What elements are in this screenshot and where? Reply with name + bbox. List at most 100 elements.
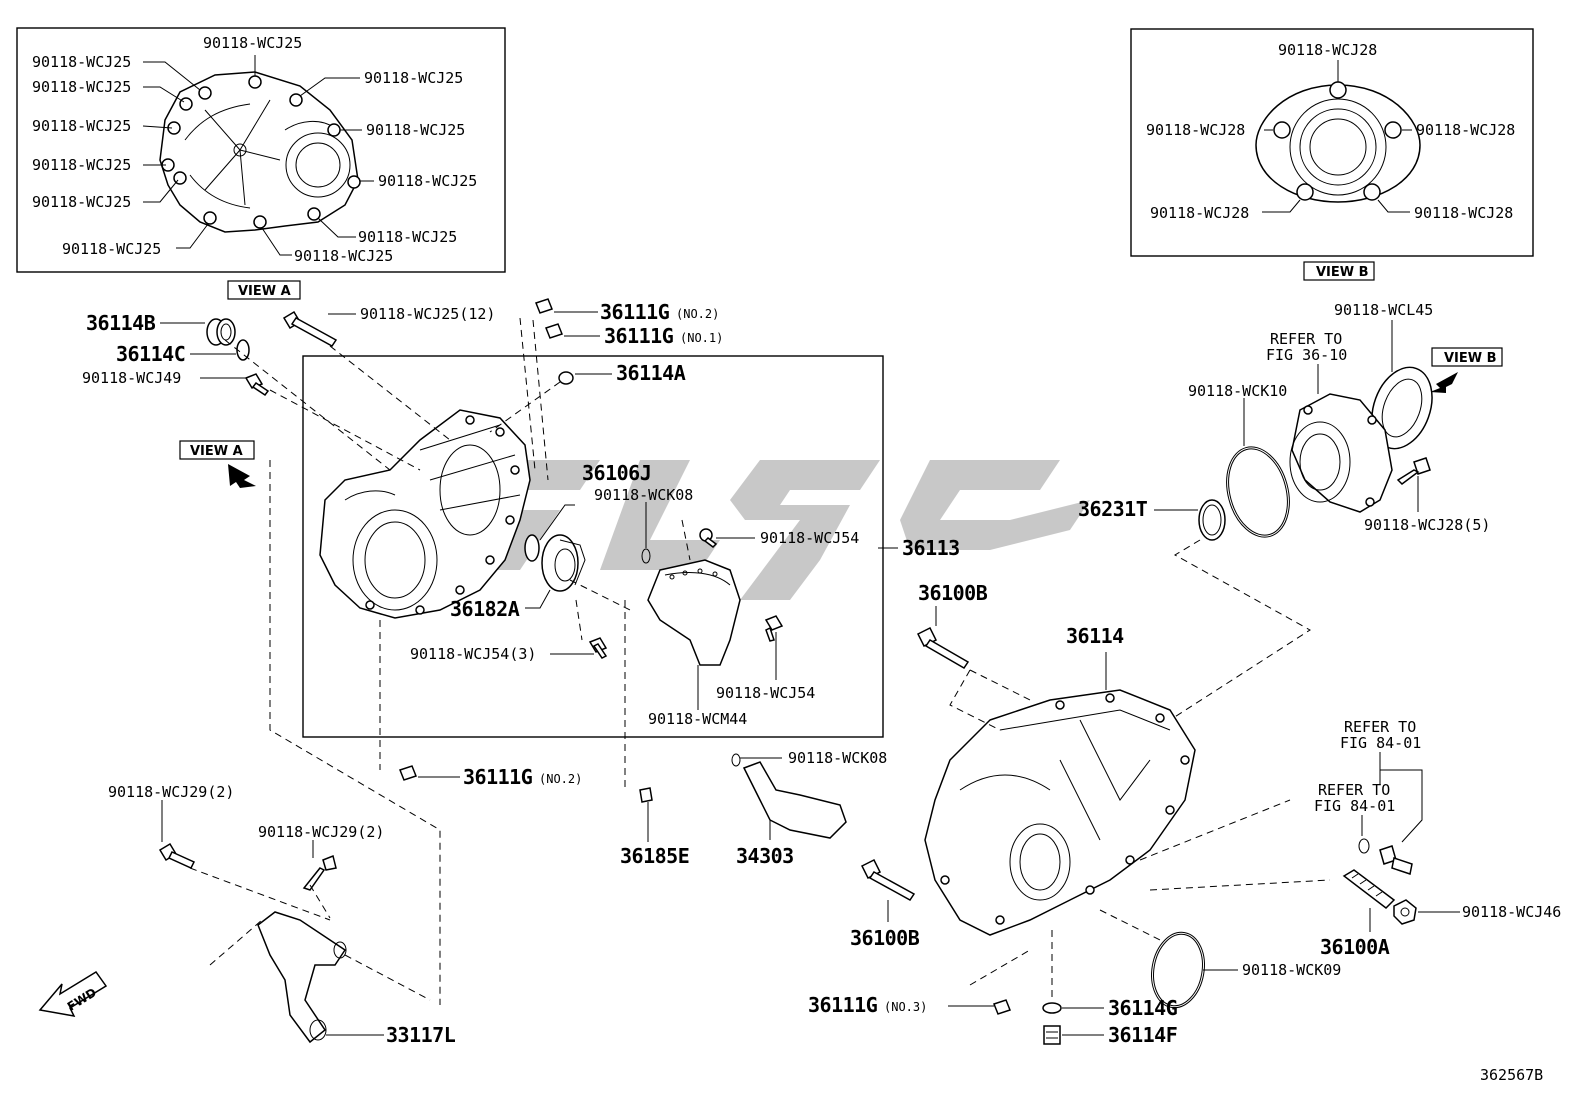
view-b-caption-tag: VIEW B <box>1303 261 1375 281</box>
part-label-90118-wck08-b: 90118-WCK08 <box>788 749 887 767</box>
part-label-36114a: 36114A <box>616 361 686 385</box>
pin-36111g-no1-drawing <box>545 323 563 339</box>
part-label-36106j: 36106J <box>582 461 651 485</box>
part-label-36114c: 36114C <box>116 342 185 366</box>
refer-84-01-a-line1: REFER TO <box>1344 718 1416 736</box>
part-label-36111g-no2-mid: 36111G <box>463 765 533 789</box>
bolt-36100b-top-drawing <box>916 626 970 670</box>
o-ring-wck09-inner <box>1153 933 1203 1007</box>
view-b-arrow-icon <box>1430 372 1458 393</box>
part-label-34303: 34303 <box>736 844 794 868</box>
o-ring-wck08-drawing <box>641 548 651 564</box>
part-label-36114f: 36114F <box>1108 1023 1177 1047</box>
part-label-90118-wcj28-5: 90118-WCJ28(5) <box>1364 516 1490 534</box>
extension-housing-drawing <box>1289 393 1393 513</box>
part-label-36100a: 36100A <box>1320 935 1390 959</box>
pump-36182a-drawing <box>541 534 586 592</box>
view-b-bolt-label: 90118-WCJ28 <box>1414 204 1513 222</box>
part-label-36111g-no2-mid-suffix: (NO.2) <box>539 772 582 786</box>
part-label-90118-wck10: 90118-WCK10 <box>1188 382 1287 400</box>
part-label-36111g-no1-suffix: (NO.1) <box>680 331 723 345</box>
view-b-bolt-label: 90118-WCJ28 <box>1416 121 1515 139</box>
part-label-36113: 36113 <box>902 536 960 560</box>
view-a-tag-top: VIEW A <box>227 280 301 300</box>
assembly-line <box>1169 539 1311 721</box>
bolt-wcj49-drawing <box>244 373 270 397</box>
view-a-bolt-label: 90118-WCJ25 <box>62 240 161 258</box>
part-label-36182a: 36182A <box>450 597 520 621</box>
nut-wcj46-drawing <box>1393 899 1417 925</box>
part-label-90118-wcm44: 90118-WCM44 <box>648 710 747 728</box>
view-b-flange-drawing <box>1255 81 1421 203</box>
assembly-line <box>269 460 441 1005</box>
part-label-36114b: 36114B <box>86 311 156 335</box>
bolt-wcj25-drawing <box>282 310 338 347</box>
gasket-36114g-drawing <box>1042 1002 1062 1014</box>
view-a-bolt-label: 90118-WCJ25 <box>294 247 393 265</box>
view-a-bolt-label: 90118-WCJ25 <box>203 34 302 52</box>
part-label-90118-wcj46: 90118-WCJ46 <box>1462 903 1561 921</box>
view-a-bolt-label: 90118-WCJ25 <box>32 78 131 96</box>
front-case-36114-drawing <box>924 689 1196 936</box>
assembly-line <box>269 389 421 471</box>
o-ring-wck10-inner <box>1228 448 1288 536</box>
assembly-line <box>329 345 451 441</box>
view-b-inset-frame <box>1130 28 1534 257</box>
view-a-bolt-label: 90118-WCJ25 <box>358 228 457 246</box>
forward-arrow-icon: FWD <box>38 970 108 1017</box>
bolt-wcj54-lower-drawing <box>764 615 784 642</box>
svg-text:VIEW A: VIEW A <box>190 444 243 459</box>
leader <box>525 589 551 609</box>
view-b-leader-lines <box>1262 60 1412 213</box>
view-b-tag-right: VIEW B <box>1431 347 1503 367</box>
pin-36111g-no3-drawing <box>993 999 1011 1015</box>
refer-36-10-line1: REFER TO <box>1270 330 1342 348</box>
stud-36100a-drawing <box>1342 869 1396 909</box>
view-b-bolt-label: 90118-WCJ28 <box>1150 204 1249 222</box>
part-label-36111g-no1: 36111G <box>604 324 674 348</box>
part-label-33117l: 33117L <box>386 1023 456 1047</box>
part-label-90118-wcj54: 90118-WCJ54 <box>760 529 859 547</box>
bolt-wcj54-3-drawing <box>588 637 608 659</box>
view-a-tag-left: VIEW A <box>179 440 255 460</box>
plug-36114f-drawing <box>1043 1025 1061 1045</box>
part-label-36100b-bottom: 36100B <box>850 926 920 950</box>
view-a-bolt-label: 90118-WCJ25 <box>32 156 131 174</box>
part-label-36100b-top: 36100B <box>918 581 988 605</box>
ring-36231t-inner <box>1202 504 1222 536</box>
washer-36106j-drawing <box>524 534 540 562</box>
svg-text:VIEW B: VIEW B <box>1316 265 1369 280</box>
part-label-36185e: 36185E <box>620 844 689 868</box>
part-label-36231t: 36231T <box>1078 497 1148 521</box>
view-a-bolt-label: 90118-WCJ25 <box>32 117 131 135</box>
svg-text:VIEW A: VIEW A <box>238 284 291 299</box>
refer-36-10-line2: FIG 36-10 <box>1266 346 1347 364</box>
o-ring-sensor-drawing <box>1358 838 1370 854</box>
rear-case-drawing <box>319 409 531 619</box>
diagram-id: 362567B <box>1480 1066 1543 1084</box>
part-label-36111g-no2: 36111G <box>600 300 670 324</box>
assembly-line <box>569 579 631 611</box>
refer-84-01-a-line2: FIG 84-01 <box>1340 734 1421 752</box>
part-label-90118-wcl45: 90118-WCL45 <box>1334 301 1433 319</box>
o-ring-wck09-drawing <box>1151 931 1205 1009</box>
sensor-plug-drawing <box>1379 845 1413 875</box>
bolt-wcj29-b-drawing <box>302 854 337 891</box>
refer-84-01-b-line2: FIG 84-01 <box>1314 797 1395 815</box>
assembly-line <box>1099 799 1331 941</box>
pin-36111g-no2-mid-drawing <box>399 765 417 781</box>
svg-text:VIEW B: VIEW B <box>1444 351 1497 366</box>
assembly-line <box>681 519 691 561</box>
view-b-bolt-label: 90118-WCJ28 <box>1278 41 1377 59</box>
part-label-36114g: 36114G <box>1108 996 1178 1020</box>
assembly-line <box>189 867 431 1001</box>
bolt-36100b-bottom-drawing <box>860 858 916 901</box>
sub-assembly-frame <box>302 355 884 738</box>
leader <box>1379 752 1423 843</box>
view-a-bolt-label: 90118-WCJ25 <box>32 53 131 71</box>
pin-36111g-no2-top-drawing <box>535 298 553 314</box>
bolt-wcj29-a-drawing <box>158 842 196 869</box>
view-a-bolt-label: 90118-WCJ25 <box>32 193 131 211</box>
